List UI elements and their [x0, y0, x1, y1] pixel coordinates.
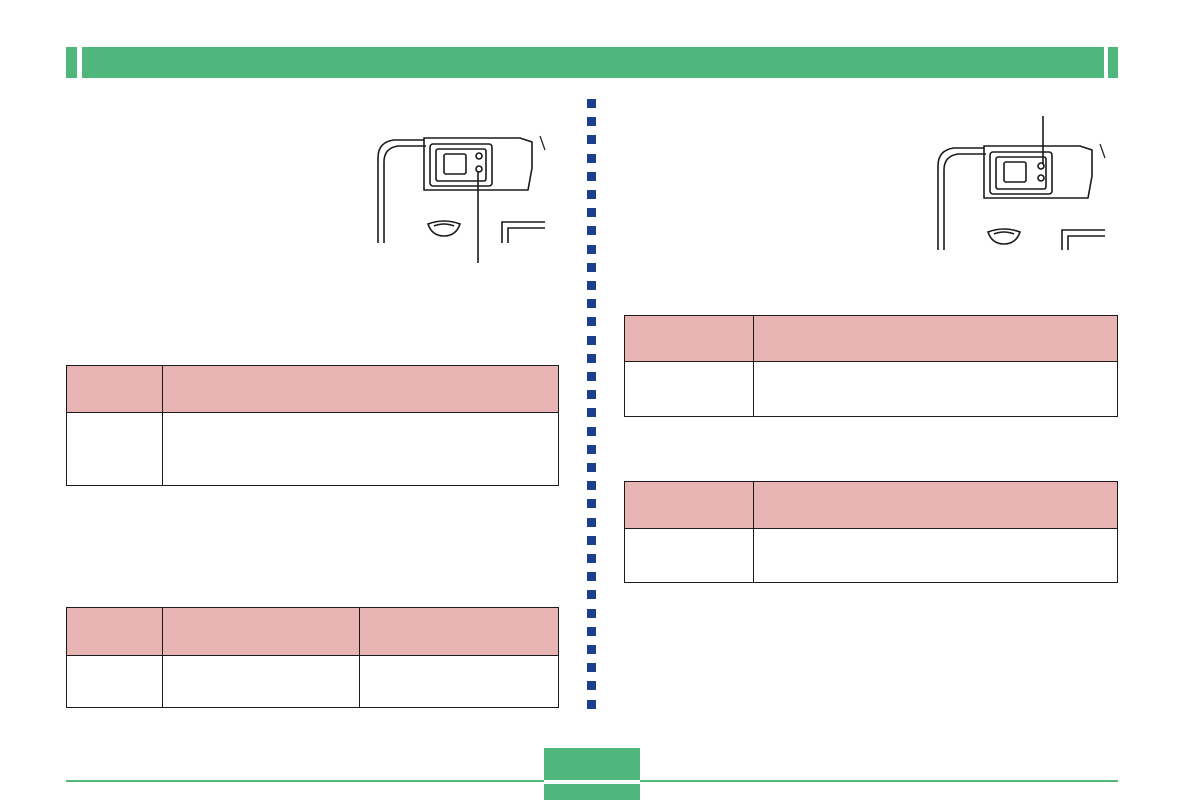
divider-dot [587, 354, 596, 363]
divider-dot [587, 99, 596, 108]
table-cell [66, 655, 163, 708]
divider-dot [587, 226, 596, 235]
divider-dot [587, 499, 596, 508]
divider-dot [587, 336, 596, 345]
divider-dot [587, 172, 596, 181]
divider-dot [587, 481, 596, 490]
spec-table-right-bottom [624, 481, 1118, 583]
divider-dot [587, 408, 596, 417]
table-header-cell [162, 607, 360, 656]
table-header-cell [66, 607, 163, 656]
header-band [82, 47, 1104, 78]
divider-dot [587, 463, 596, 472]
table-header-cell [66, 365, 163, 413]
divider-dot [587, 609, 596, 618]
table-header-cell [753, 315, 1118, 362]
table-cell [624, 361, 754, 417]
page-number-tab [544, 748, 640, 800]
spec-table-right-top [624, 315, 1118, 417]
spec-table-left-top [66, 365, 559, 486]
camera-viewfinder-icon [937, 116, 1106, 250]
divider-dot [587, 317, 596, 326]
divider-dot [587, 536, 596, 545]
page-number-tab-gap [544, 780, 640, 784]
divider-dot [587, 135, 596, 144]
header-band-left-tab [66, 47, 77, 78]
spec-table-left-bottom [66, 607, 559, 708]
divider-dot [587, 518, 596, 527]
divider-dot [587, 281, 596, 290]
divider-dot [587, 681, 596, 690]
divider-dot [587, 154, 596, 163]
table-cell [624, 528, 754, 583]
divider-dot [587, 590, 596, 599]
table-cell [162, 655, 360, 708]
divider-dot [587, 190, 596, 199]
divider-dot [587, 700, 596, 709]
table-cell [162, 412, 559, 486]
divider-dot [587, 299, 596, 308]
divider-dot [587, 663, 596, 672]
divider-dot [587, 372, 596, 381]
table-cell [66, 412, 163, 486]
table-header-cell [359, 607, 559, 656]
table-header-cell [624, 481, 754, 529]
divider-dot [587, 645, 596, 654]
table-cell [359, 655, 559, 708]
header-band-right-tab [1108, 47, 1118, 78]
divider-dot [587, 627, 596, 636]
table-header-cell [624, 315, 754, 362]
divider-dot [587, 117, 596, 126]
camera-viewfinder-icon [377, 135, 546, 263]
divider-dot [587, 427, 596, 436]
table-cell [753, 528, 1118, 583]
table-header-cell [162, 365, 559, 413]
table-cell [753, 361, 1118, 417]
divider-dot [587, 263, 596, 272]
divider-dot [587, 554, 596, 563]
divider-dot [587, 245, 596, 254]
divider-dot [587, 390, 596, 399]
divider-dot [587, 208, 596, 217]
divider-dot [587, 445, 596, 454]
table-header-cell [753, 481, 1118, 529]
divider-dot [587, 572, 596, 581]
